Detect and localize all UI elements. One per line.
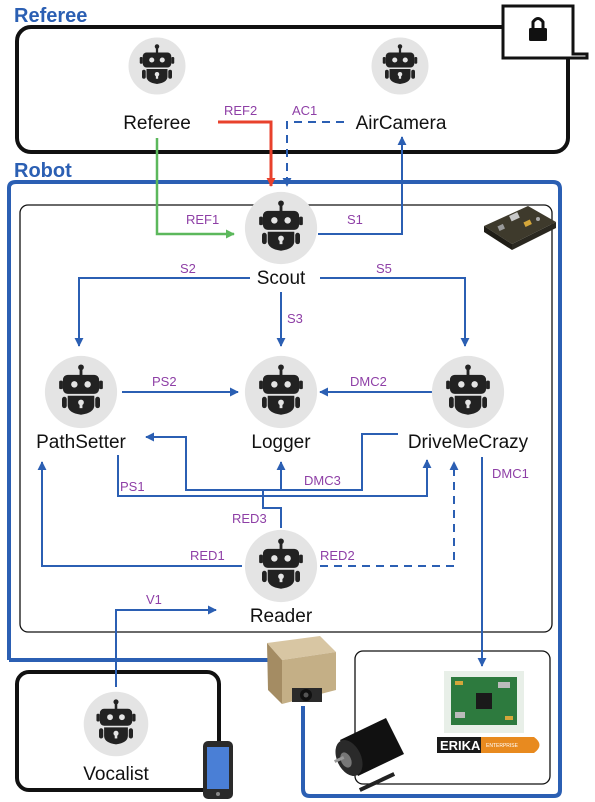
edge-ps1	[117, 455, 432, 497]
logger-robot-icon	[243, 354, 319, 430]
label-s3: S3	[287, 311, 303, 326]
actuation-zone	[354, 650, 551, 785]
erika-board-icon	[444, 671, 524, 733]
label-s2: S2	[180, 261, 196, 276]
node-reader: Reader	[250, 606, 313, 627]
label-ps1: PS1	[120, 479, 145, 494]
drivemecrazy-robot-icon	[430, 354, 506, 430]
label-dmc1: DMC1	[492, 466, 529, 481]
edge-red1	[37, 461, 242, 567]
vocalist-robot-icon	[82, 690, 150, 758]
label-s5: S5	[376, 261, 392, 276]
edge-ref2	[218, 120, 276, 187]
label-red3: RED3	[232, 511, 267, 526]
node-drivemecrazy: DriveMeCrazy	[408, 432, 529, 453]
aircamera-robot-icon	[370, 36, 430, 96]
label-dmc2: DMC2	[350, 374, 387, 389]
label-red2: RED2	[320, 548, 355, 563]
scout-robot-icon	[243, 190, 319, 266]
robot-zone-title: Robot	[14, 160, 72, 182]
label-ref2: REF2	[224, 103, 257, 118]
erika-logo-text: ERIKA	[440, 738, 481, 753]
label-v1: V1	[146, 592, 162, 607]
label-s1: S1	[347, 212, 363, 227]
node-scout: Scout	[257, 268, 306, 289]
node-pathsetter: PathSetter	[36, 432, 126, 453]
referee-robot-icon	[127, 36, 187, 96]
edge-s1	[318, 136, 407, 235]
referee-zone-title: Referee	[14, 5, 87, 27]
edge-red3	[262, 461, 286, 528]
laptop-lock-icon	[501, 4, 589, 60]
vocalist-device-zone	[15, 670, 221, 792]
edge-ref1	[155, 138, 235, 239]
robot-zone	[7, 180, 562, 798]
edge-red2	[320, 461, 459, 567]
edge-v1	[115, 605, 217, 687]
label-ps2: PS2	[152, 374, 177, 389]
reader-robot-icon	[243, 528, 319, 604]
erika-logo: ERIKA ENTERPRISE	[437, 737, 540, 753]
edge-s2	[74, 277, 250, 347]
pathsetter-robot-icon	[43, 354, 119, 430]
node-logger: Logger	[251, 432, 311, 453]
camera-device-icon	[267, 636, 336, 704]
edge-ac1	[282, 121, 344, 187]
node-referee: Referee	[123, 113, 191, 134]
node-vocalist: Vocalist	[83, 764, 149, 785]
embedded-board-icon	[484, 206, 556, 250]
motor-icon	[334, 718, 404, 792]
smartphone-icon	[203, 741, 233, 799]
label-dmc3: DMC3	[304, 473, 341, 488]
erika-logo-subtext: ENTERPRISE	[486, 743, 519, 749]
label-red1: RED1	[190, 548, 225, 563]
label-ref1: REF1	[186, 212, 219, 227]
edge-s5	[320, 277, 470, 347]
node-aircamera: AirCamera	[356, 113, 447, 134]
referee-zone	[15, 25, 570, 154]
label-ac1: AC1	[292, 103, 317, 118]
